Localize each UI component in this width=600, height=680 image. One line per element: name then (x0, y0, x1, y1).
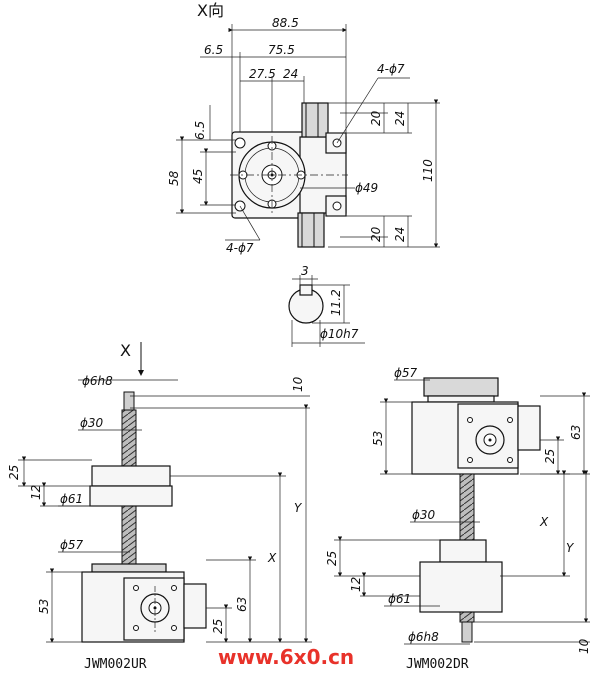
nut-lower (89, 485, 173, 507)
dim-phi49: ϕ49 (355, 181, 378, 195)
dim-phi6h8-right: ϕ6h8 (408, 630, 439, 644)
model-name-right: JWM002DR (406, 657, 469, 672)
view-label: X向 (197, 1, 224, 20)
top-flange-right (423, 377, 499, 397)
dim-11-2: 11.2 (329, 289, 343, 316)
dim-Y-right: Y (566, 541, 575, 555)
left-model: X ϕ6h8 10 ϕ30 25 (7, 341, 312, 672)
dim-Y-left: Y (294, 501, 303, 515)
dim-53-right: 53 (371, 431, 385, 446)
side-boss (183, 583, 207, 629)
dim-phi6h8-left: ϕ6h8 (82, 374, 113, 388)
dim-phi10h7: ϕ10h7 (320, 327, 359, 341)
dim-10-left: 10 (291, 376, 305, 392)
dim-25b-right: 25 (325, 551, 339, 566)
dim-4-phi7-bottom: 4-ϕ7 (226, 241, 254, 255)
nut-upper (91, 465, 171, 487)
dim-6-5-height: 6.5 (193, 121, 207, 140)
dim-25-left: 25 (7, 465, 21, 480)
spindle-tip (123, 391, 135, 411)
dim-58: 58 (167, 170, 181, 186)
dim-53-left: 53 (37, 599, 51, 614)
dim-X-right: X (539, 515, 549, 529)
side-boss-right (517, 405, 541, 451)
dim-10-right: 10 (577, 638, 591, 654)
dim-X-left: X (267, 551, 277, 565)
dim-20-top: 20 (369, 110, 383, 126)
flange-hole (234, 137, 246, 149)
dim-phi61-left: ϕ61 (60, 492, 83, 506)
dim-63-right: 63 (569, 425, 583, 440)
dim-12-left: 12 (29, 485, 43, 500)
dim-24-top: 24 (393, 111, 407, 126)
dim-88-5: 88.5 (272, 16, 299, 30)
spindle-tip-right (461, 621, 473, 643)
dim-phi57-left: ϕ57 (60, 538, 84, 552)
dim-4-phi7-top: 4-ϕ7 (377, 62, 405, 76)
top-view: X向 88.5 6.5 75.5 27.5 24 (167, 1, 440, 255)
dim-phi61-right: ϕ61 (388, 592, 411, 606)
dim-27-5: 27.5 (249, 67, 276, 81)
dim-24-bottom: 24 (393, 227, 407, 242)
right-model: ϕ57 53 63 25 ϕ30 25 12 ϕ61 ϕ6h8 10 X Y J… (325, 366, 591, 672)
dim-phi30-left: ϕ30 (80, 416, 104, 430)
collar-right (439, 539, 487, 563)
dim-phi30-right: ϕ30 (412, 508, 436, 522)
dim-12-right: 12 (349, 577, 363, 592)
dim-25-right: 25 (543, 449, 557, 464)
dim-20-bottom: 20 (369, 226, 383, 242)
dim-63-left: 63 (235, 597, 249, 612)
dim-45: 45 (191, 169, 205, 184)
x-arrow-label: X (120, 341, 131, 360)
model-name-left: JWM002UR (84, 657, 147, 672)
dim-6-5-width: 6.5 (204, 43, 223, 57)
dim-key-3: 3 (301, 264, 309, 278)
nut-right (419, 561, 503, 613)
dim-24-width: 24 (283, 67, 298, 81)
key-detail: 3 11.2 ϕ10h7 (288, 264, 365, 347)
dim-110: 110 (421, 159, 435, 182)
mount-hole (332, 201, 342, 211)
dim-75-5: 75.5 (268, 43, 295, 57)
dim-phi57-right: ϕ57 (394, 366, 418, 380)
watermark: www.6x0.cn (218, 645, 354, 669)
dim-25b-left: 25 (211, 619, 225, 634)
top-flange (91, 563, 167, 573)
